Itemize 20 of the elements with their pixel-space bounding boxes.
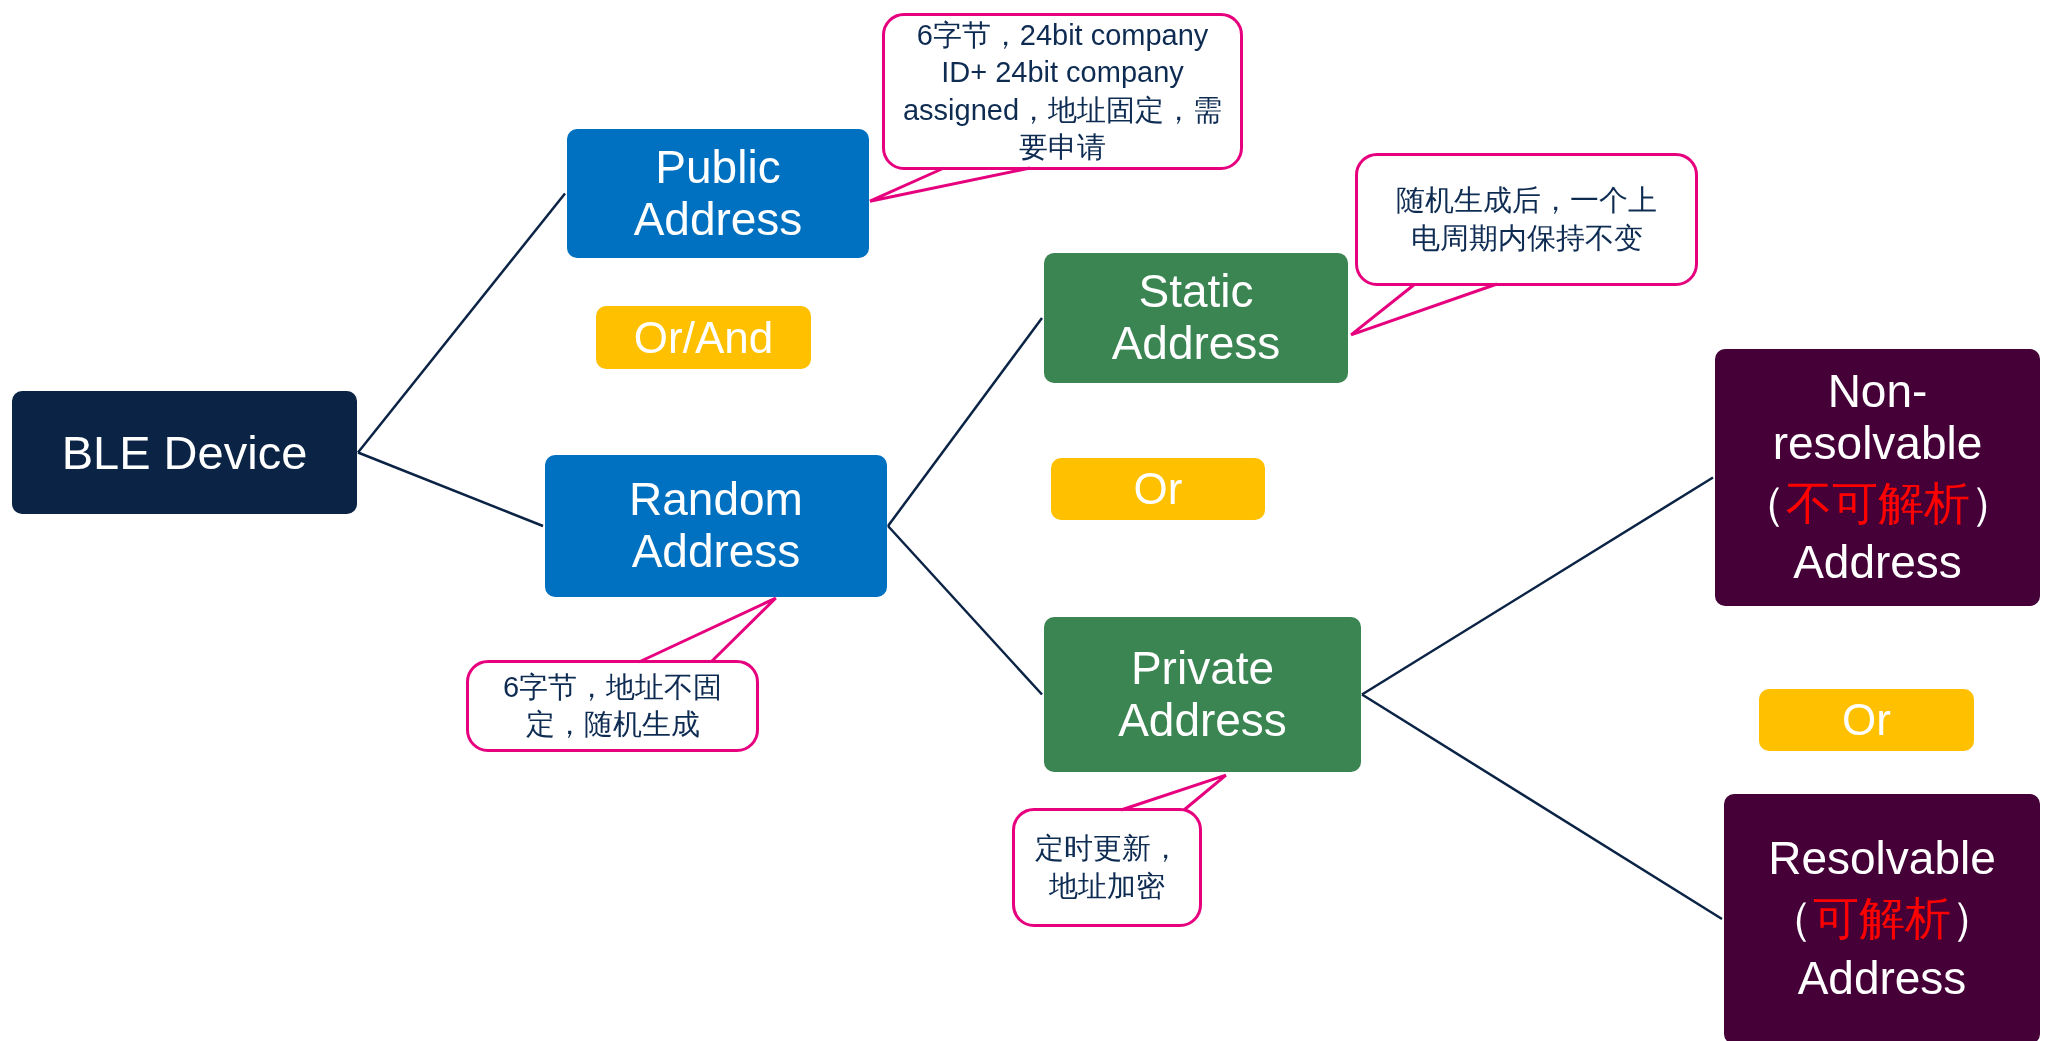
address-box: Resolvable （可解析） Address [1724, 794, 2040, 1041]
connector-line [357, 192, 566, 454]
address-box: Non-resolvable （不可解析） Address [1715, 349, 2040, 606]
device-box: BLE Device [12, 391, 357, 514]
address-box: Static Address [1044, 253, 1348, 383]
connector-line [1361, 693, 1723, 921]
choice-badge: Or/And [596, 306, 811, 369]
callout-bubble: 6字节，24bit company ID+ 24bit company assigned，地址固定，需要申请 [882, 13, 1243, 170]
address-box: Public Address [567, 129, 869, 258]
choice-badge: Or [1051, 458, 1265, 520]
address-box: Private Address [1044, 617, 1361, 772]
connector-line [357, 451, 544, 528]
callout-bubble: 定时更新，地址加密 [1012, 808, 1202, 927]
callout-bubble: 随机生成后，一个上电周期内保持不变 [1355, 153, 1698, 286]
choice-badge: Or [1759, 689, 1974, 751]
connector-line [887, 317, 1043, 527]
callout-bubble: 6字节，地址不固定，随机生成 [466, 660, 759, 752]
connector-line [887, 525, 1043, 696]
connector-line [1361, 476, 1714, 696]
address-box: Random Address [545, 455, 887, 597]
